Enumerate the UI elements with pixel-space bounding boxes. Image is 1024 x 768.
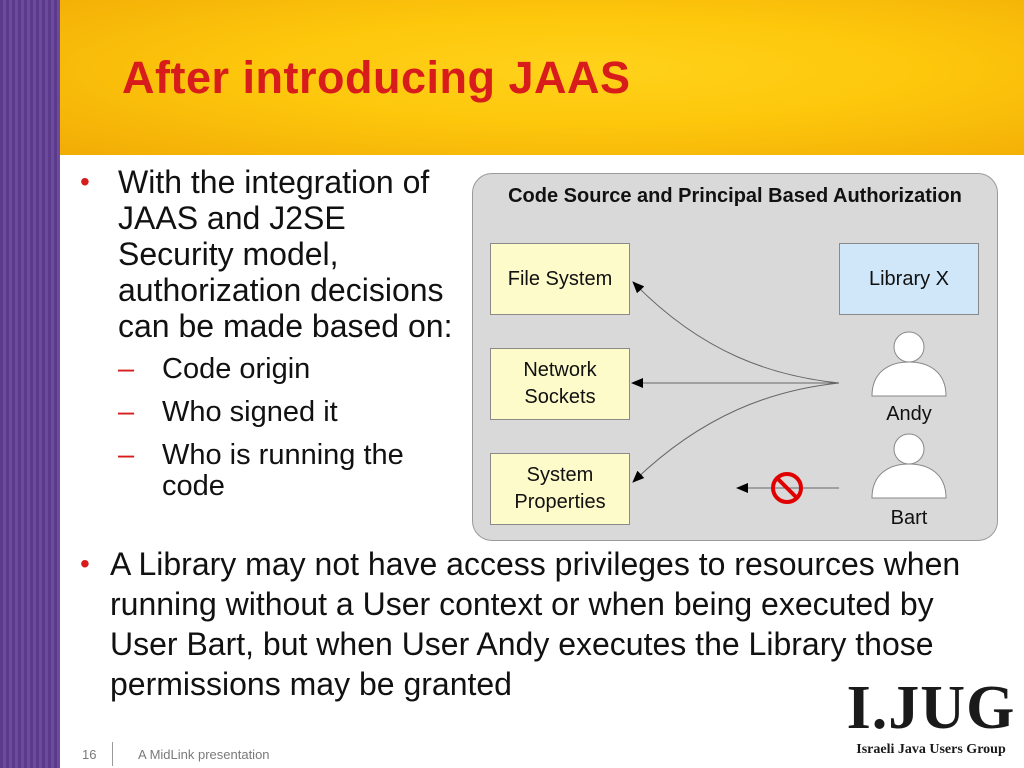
library-x-box: Library X [839,243,979,315]
system-properties-box: System Properties [490,453,630,525]
user-andy-icon [871,331,947,397]
logo-wordmark: I.JUG [846,674,1016,742]
user-andy-label: Andy [886,403,932,425]
sub-bullet-item: – Who signed it [118,397,470,428]
user-bart-icon [871,433,947,499]
permission-arrows [631,281,840,504]
logo-tagline: Israeli Java Users Group [856,742,1006,757]
sub-bullet-item: – Who is running the code [118,440,470,502]
sub-bullet-text: Who is running the code [162,439,404,502]
prohibited-icon [771,472,803,504]
bullet-text: With the integration of JAAS and J2SE Se… [118,164,453,344]
network-sockets-box: Network Sockets [490,348,630,420]
bullet-marker: • [80,166,90,197]
title-banner [60,0,1024,155]
slide-title: After introducing JAAS [122,52,631,103]
footer-divider [112,742,113,766]
dash-marker: – [118,353,135,385]
arrow-to-file-system [632,281,840,384]
ijug-logo: I.JUG Israeli Java Users Group [845,676,1017,764]
bullet-list: • With the integration of JAAS and J2SE … [80,164,470,514]
sub-bullet-list: – Code origin – Who signed it – Who is r… [80,354,470,502]
bullet-text: A Library may not have access privileges… [110,546,961,702]
bullet-item-2: • A Library may not have access privileg… [80,544,970,704]
dash-marker: – [118,439,135,471]
sub-bullet-text: Code origin [162,353,311,385]
sidebar-stripe [0,0,60,768]
footer-text: A MidLink presentation [138,747,270,762]
bullet-item: • With the integration of JAAS and J2SE … [80,164,470,344]
file-system-box: File System [490,243,630,315]
arrow-to-system-properties [632,382,840,483]
dash-marker: – [118,396,135,428]
authorization-diagram: Code Source and Principal Based Authoriz… [472,173,998,541]
sub-bullet-item: – Code origin [118,354,470,385]
bullet-marker: • [80,548,90,579]
sub-bullet-text: Who signed it [162,396,338,428]
page-number: 16 [82,747,97,762]
diagram-title: Code Source and Principal Based Authoriz… [508,185,962,207]
user-bart-label: Bart [890,507,928,529]
